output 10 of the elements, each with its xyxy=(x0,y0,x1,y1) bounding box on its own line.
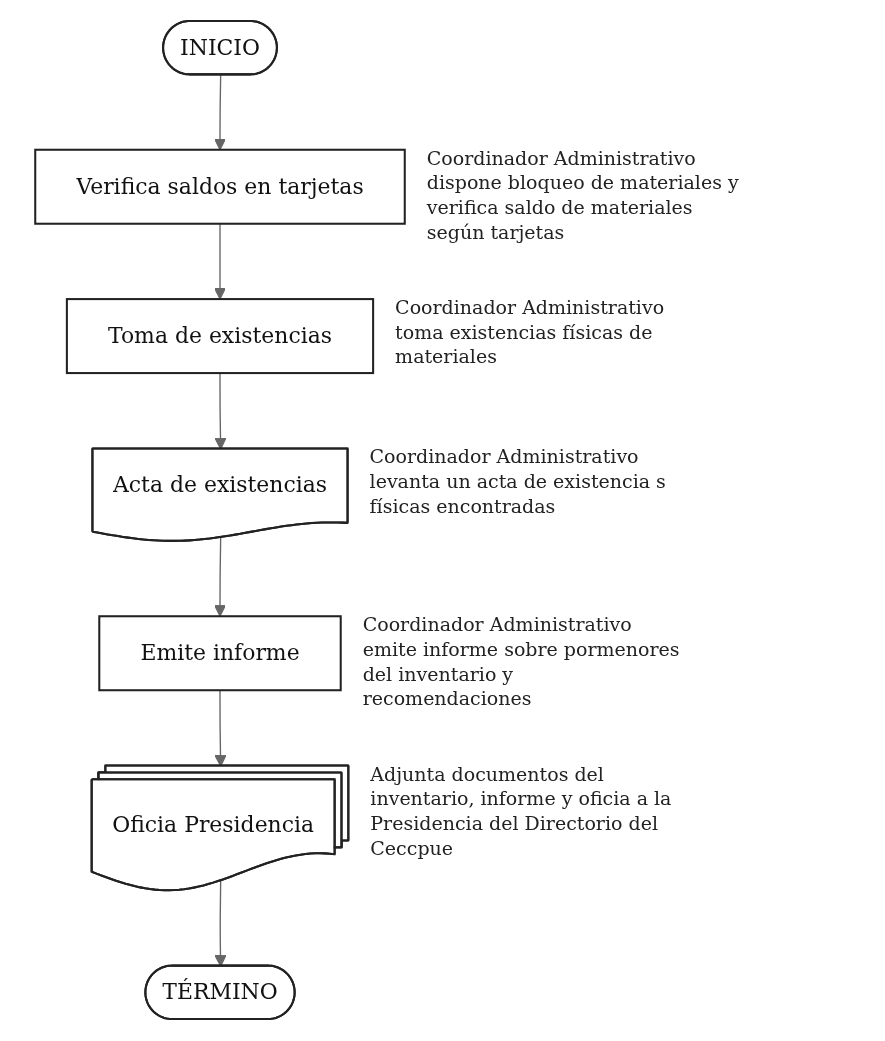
description-text: Coordinador Administrativo toma existencias físicas de materiales xyxy=(395,295,666,370)
arrow xyxy=(213,223,227,300)
node-box: Verifica saldos en tarjetas xyxy=(34,148,406,225)
description-text: Adjunta documentos del inventario, informe y oficia a la Presidencia del Directorio del Ceccpue xyxy=(370,761,673,861)
node-box: Emite informe xyxy=(98,615,342,692)
description-text: Coordinador Administrativo dispone bloqueo de materiales y verifica saldo de materiales según tarjetas xyxy=(426,145,740,245)
description-text: Coordinador Administrativo emite informe sobre pormenores del inventario y recomendaciones xyxy=(362,612,681,711)
arrow xyxy=(213,537,227,617)
node-box: Toma de existencias xyxy=(65,298,375,375)
description-text: Coordinador Administrativo levanta un acta de existencia s físicas encontradas xyxy=(369,444,667,519)
